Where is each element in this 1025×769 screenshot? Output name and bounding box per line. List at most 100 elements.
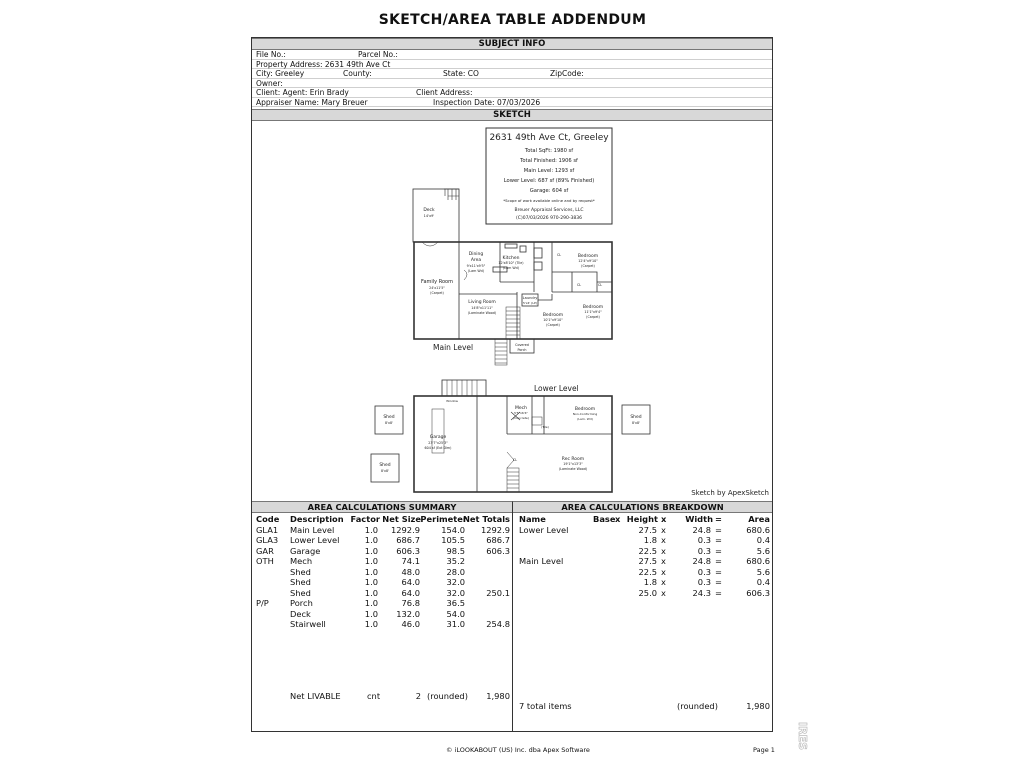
client: Client: Agent: Erin Brady	[256, 88, 349, 97]
ires-watermark: IRES	[796, 722, 808, 751]
shed-bottom-label: Shed	[379, 462, 390, 468]
summary-r5-perimeter: 32.0	[446, 577, 465, 587]
summary-r6-size: 64.0	[401, 587, 420, 598]
room-kitchen-floor: (Lam Wd)	[503, 266, 519, 270]
bd-r2-x: x	[661, 545, 666, 556]
room-rec: Rec Room	[562, 456, 584, 462]
shed-right-size: 8'x8'	[632, 421, 640, 425]
bd-col-name: Name	[519, 514, 546, 524]
summary-r7-code: P/P	[256, 598, 269, 608]
bd-r0-x: x	[661, 524, 666, 535]
bd-r5-eq: =	[715, 577, 722, 587]
summary-r5-desc: Shed	[290, 577, 311, 587]
bd-r3-width: 24.8	[692, 556, 711, 566]
county: County:	[343, 69, 372, 78]
room-lower-bedroom-note: Non-Conforming	[573, 412, 598, 416]
room-garage-note: 604 sf (Ext Dim)	[425, 446, 452, 450]
bd-col-eq: =	[715, 514, 722, 524]
summary-r0-desc: Main Level	[290, 524, 335, 535]
lower-stair-top	[441, 379, 487, 397]
porch-label-2: Porch	[517, 348, 526, 352]
room-garage: Garage	[430, 434, 447, 440]
room-garage-size: 23'7"x25'3"	[428, 441, 448, 445]
room-living-floor: (Laminate Wood)	[468, 311, 496, 315]
summary-r9-desc: Stairwell	[290, 619, 326, 629]
summary-r9-size: 46.0	[401, 619, 420, 629]
bd-r3-eq: =	[715, 556, 722, 566]
info-line-main-level: Main Level: 1293 sf	[524, 168, 575, 174]
city: City: Greeley	[256, 69, 305, 78]
info-row-owner: Owner:	[252, 79, 772, 88]
info-row-city: City: Greeley County: State: CO ZipCode:	[252, 69, 772, 79]
bd-r5-height: 1.8	[643, 577, 657, 587]
client-address: Client Address:	[416, 88, 473, 97]
bd-col-area: Area	[748, 514, 770, 524]
room-bedroom-1-size: 12'4"x9'10"	[578, 259, 598, 263]
room-mech-floor: (Concrete)	[513, 416, 529, 420]
bd-r6-eq: =	[715, 587, 722, 598]
summary-r1-total: 686.7	[486, 535, 510, 545]
inspection-date: Inspection Date: 07/03/2026	[433, 97, 541, 107]
room-bedroom-3-floor: (Carpet)	[546, 323, 560, 327]
info-row-appraiser: Appraiser Name: Mary Breuer Inspection D…	[252, 97, 772, 107]
summary-r2-size: 606.3	[396, 545, 420, 556]
summary-r1-size: 686.7	[396, 535, 420, 545]
net-livable-value: 1,980	[486, 691, 510, 701]
bd-col-height: Height	[626, 514, 658, 524]
summary-r3-factor: 1.0	[364, 556, 378, 566]
area-breakdown-panel: AREA CALCULATIONS BREAKDOWN Name Base x …	[513, 501, 772, 732]
bd-r2-width: 0.3	[697, 545, 711, 556]
bd-r0-eq: =	[715, 524, 722, 535]
window-label: Window	[446, 399, 458, 403]
room-family-floor: (Carpet)	[430, 291, 444, 295]
info-line-total-sqft: Total SqFt: 1980 sf	[524, 148, 573, 154]
summary-r0-code: GLA1	[256, 524, 279, 535]
room-bedroom-1-floor: (Carpet)	[581, 264, 595, 268]
room-family-size: 24'x11'5"	[429, 286, 445, 290]
closet-label-3: CL	[598, 283, 602, 287]
bd-r3-area: 680.6	[746, 556, 770, 566]
net-livable-rounded: (rounded)	[427, 691, 468, 701]
info-line-total-finished: Total Finished: 1906 sf	[519, 158, 578, 164]
room-lower-bedroom-floor: (Lam. Wd)	[577, 417, 593, 421]
room-mech: Mech	[515, 405, 527, 411]
bd-col-x2: x	[661, 514, 667, 524]
room-living-size: 14'8"x11'11"	[471, 306, 493, 310]
room-dining-size: 9'x11'x9'5"	[467, 264, 486, 268]
room-lower-bedroom: Bedroom	[575, 406, 595, 412]
area-summary-header: AREA CALCULATIONS SUMMARY	[252, 502, 512, 513]
bd-r4-width: 0.3	[697, 566, 711, 577]
room-bedroom-1: Bedroom	[578, 253, 598, 259]
summary-r9-perimeter: 31.0	[446, 619, 465, 629]
bd-r5-width: 0.3	[697, 577, 711, 587]
apexsketch-credit: Sketch by ApexSketch	[691, 489, 769, 497]
bd-r6-area: 606.3	[746, 587, 770, 598]
summary-r4-size: 48.0	[401, 566, 420, 577]
summary-r0-total: 1292.9	[480, 524, 510, 535]
bd-r1-eq: =	[715, 535, 722, 545]
room-dining: Dining	[469, 251, 484, 257]
room-bedroom-3-size: 10'1"x9'10"	[543, 318, 563, 322]
summary-r6-perimeter: 32.0	[446, 587, 465, 598]
summary-r9-factor: 1.0	[364, 619, 378, 629]
ires-watermark-text: IRES	[796, 722, 808, 750]
room-rec-size: 19'1"x13'3"	[563, 462, 583, 466]
bd-r4-area: 5.6	[756, 566, 770, 577]
page-title: SKETCH/AREA TABLE ADDENDUM	[378, 12, 647, 28]
bd-col-x1: x	[615, 514, 621, 524]
summary-r7-size: 76.8	[401, 598, 420, 608]
net-livable-count: 2	[415, 691, 421, 701]
area-breakdown-header: AREA CALCULATIONS BREAKDOWN	[513, 502, 772, 513]
summary-r2-factor: 1.0	[364, 545, 378, 556]
bd-r1-x: x	[661, 535, 666, 545]
shed-bottom-size: 8'x8'	[381, 469, 389, 473]
bd-r2-eq: =	[715, 545, 722, 556]
summary-r2-total: 606.3	[486, 545, 510, 556]
net-livable-cnt: cnt	[367, 691, 381, 701]
summary-r4-desc: Shed	[290, 566, 311, 577]
bd-r0-height: 27.5	[638, 524, 657, 535]
closet-label-1: CL	[557, 253, 561, 257]
summary-r4-factor: 1.0	[364, 566, 378, 577]
bd-r2-area: 5.6	[756, 545, 770, 556]
sketch-info-title: 2631 49th Ave Ct, Greeley	[489, 133, 609, 143]
